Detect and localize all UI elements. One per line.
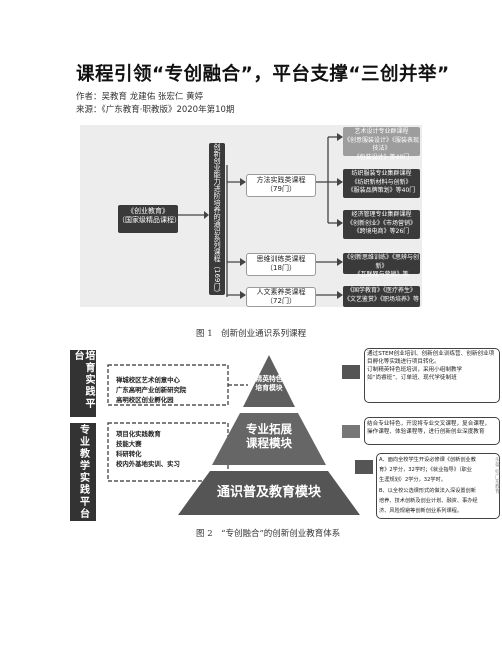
thinking-examples-box: 《创新思维训练》《思辨与创新》 《互联网与营销》等 bbox=[343, 253, 420, 278]
pyramid-middle-label: 专业拓展 课程模块 bbox=[246, 422, 292, 450]
methods-course-box: 方法实践类课程 （79门） bbox=[246, 174, 316, 197]
article-authors: 作者：吴教育 龙建佑 张宏仁 黄婷 bbox=[76, 92, 204, 102]
art-design-course-box: 艺术设计专业群课程 《创意服装设计》《服装表现技法》 《包装设计》等40门 bbox=[343, 127, 420, 161]
pyramid-bottom-label: 通识普及教育模块 bbox=[216, 485, 321, 500]
economics-course-box: 经济管理专业集群课程 《创新创业》《市场营销》 《跨境电商》等26门 bbox=[343, 210, 420, 239]
general-module-description: A、面向全校学生开设必修课《创新创业教 育》2学分，32学时；《就业指导》（职业… bbox=[376, 453, 500, 519]
general-courses-vertical-title: 创新创业能力进阶培养的通识系列课程（169门） bbox=[209, 143, 225, 296]
pyramid-top-label: 精英特色 培育模块 bbox=[255, 375, 283, 392]
list-item: 校内外基地实训、实习 bbox=[116, 460, 180, 468]
side-label-teaching-platform: 专业教学实践平台 bbox=[70, 423, 96, 521]
list-item: 科研转化 bbox=[116, 450, 142, 458]
humanities-examples-box: 《国学教育》《医疗养生》 《文艺鉴赏》《职场培养》等 bbox=[343, 286, 420, 307]
figure-1-connectors bbox=[178, 133, 343, 299]
list-item: 广东高明产业创新研究院 bbox=[116, 386, 187, 394]
practice-platform-list: 禅城校区艺术创意中心 广东高明产业创新研究院 高明校区创业孵化园 bbox=[116, 375, 226, 405]
textile-course-box: 纺织服装专业集群课程 《纺织新材料与创新》 《服装品牌策划》等40门 bbox=[343, 169, 420, 198]
teaching-platform-list: 项目化实践教育 技能大赛 科研转化 校内外基地实训、实习 bbox=[116, 429, 226, 469]
innovation-course-box: 《创业教育》 （国家级精品课程） bbox=[118, 205, 181, 233]
side-label-practice-platform: 培育实践平台 bbox=[70, 350, 96, 417]
figure-2-graphics bbox=[107, 355, 373, 515]
list-item: 高明校区创业孵化园 bbox=[116, 396, 174, 404]
figure-1-course-diagram: 《创业教育》 （国家级精品课程） 创新创业能力进阶培养的通识系列课程（169门）… bbox=[80, 125, 422, 307]
watermark: 头条 @广东教育 bbox=[494, 457, 500, 494]
extension-module-description: 结合专业特色，开设将专业交叉课程，复合课程， 操作课程、体验课程等，进行创新创业… bbox=[364, 417, 500, 445]
figure-2-education-system: 培育实践平台 专业教学实践平台 禅城校区艺术创意中心 广东高明产业创新研究院 高… bbox=[70, 345, 502, 523]
list-item: 项目化实践教育 bbox=[116, 430, 161, 438]
list-item: 禅城校区艺术创意中心 bbox=[116, 376, 180, 384]
article-title: 课程引领“专创融合”，平台支撑“三创并举” bbox=[76, 64, 450, 85]
figure-2-caption: 图 2 “专创融合”的创新创业教育体系 bbox=[196, 529, 341, 539]
elite-module-description: 通过STEM创业培训、创新创业训练营、创新创业项 目孵化等实践进行项目转化。 订… bbox=[364, 348, 500, 403]
article-source: 来源：《广东教育·职教版》2020年第10期 bbox=[76, 105, 235, 115]
list-item: 技能大赛 bbox=[116, 440, 142, 448]
thinking-course-box: 思维训练类课程 （18门） bbox=[246, 253, 316, 276]
figure-1-caption: 图 1 创新创业通识系列课程 bbox=[196, 329, 307, 339]
humanities-course-box: 人文素养类课程 （72门） bbox=[246, 287, 316, 307]
